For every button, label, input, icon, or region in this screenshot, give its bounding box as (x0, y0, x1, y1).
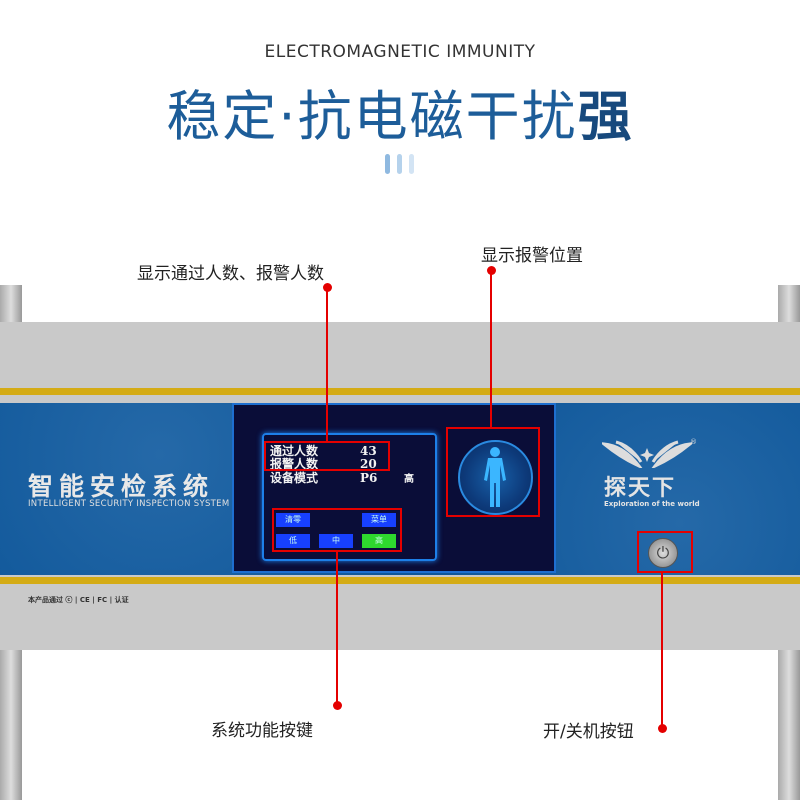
subtitle: ELECTROMAGNETIC IMMUNITY (264, 42, 536, 62)
info-panel: 通过人数 43 报警人数 20 设备模式 P6 高 清零 菜单 低 中 高 (262, 433, 437, 561)
highlight-function-keys (272, 508, 402, 552)
brand-title: 智能安检系统 (28, 472, 215, 501)
logo-wings-icon (599, 440, 695, 470)
title-main: 稳定·抗电磁干扰 (166, 85, 578, 148)
low-button[interactable]: 低 (276, 534, 310, 548)
page-title: 稳定·抗电磁干扰强 (0, 72, 800, 151)
stat-value: P6 (360, 471, 378, 485)
annotation-line (326, 287, 328, 442)
mid-button[interactable]: 中 (319, 534, 353, 548)
annotation-line (336, 552, 338, 705)
decor-bar (397, 154, 402, 174)
display-screen: 通过人数 43 报警人数 20 设备模式 P6 高 清零 菜单 低 中 高 (232, 403, 556, 573)
mode-level: 高 (404, 474, 414, 485)
annotation-function-keys: 系统功能按键 (211, 721, 313, 741)
registered-mark: ® (690, 438, 697, 446)
gold-stripe (0, 388, 800, 395)
stat-value: 43 (360, 444, 377, 458)
highlight-counts (264, 441, 390, 471)
alarm-position-display (458, 440, 533, 515)
title-bold: 强 (577, 85, 634, 148)
stat-value: 20 (360, 457, 377, 471)
decor-bar (409, 154, 414, 174)
power-button[interactable]: ⏻ (648, 538, 678, 568)
annotation-dot (658, 724, 667, 733)
menu-button[interactable]: 菜单 (362, 513, 396, 527)
high-button[interactable]: 高 (362, 534, 396, 548)
gold-stripe (0, 577, 800, 584)
stat-label: 通过人数 (270, 444, 319, 458)
annotation-counts: 显示通过人数、报警人数 (137, 264, 324, 284)
highlight-alarm-position (446, 427, 540, 517)
stat-label: 设备模式 (270, 471, 319, 485)
certification-text: 本产品通过 ⓒ | CE | FC | 认证 (28, 596, 129, 604)
highlight-power-button (637, 531, 693, 573)
power-icon: ⏻ (656, 543, 670, 562)
stat-label: 报警人数 (270, 457, 319, 471)
logo-slogan: Exploration of the world (604, 500, 700, 508)
annotation-dot (333, 701, 342, 710)
logo-text: 探天下 (604, 476, 677, 501)
brand-subtitle: INTELLIGENT SECURITY INSPECTION SYSTEM (28, 499, 230, 509)
annotation-alarm-position: 显示报警位置 (481, 246, 583, 266)
clear-button[interactable]: 清零 (276, 513, 310, 527)
annotation-line (661, 573, 663, 728)
human-body-icon (484, 447, 506, 507)
decor-bar (385, 154, 390, 174)
annotation-line (490, 270, 492, 428)
annotation-power-button: 开/关机按钮 (543, 722, 634, 742)
